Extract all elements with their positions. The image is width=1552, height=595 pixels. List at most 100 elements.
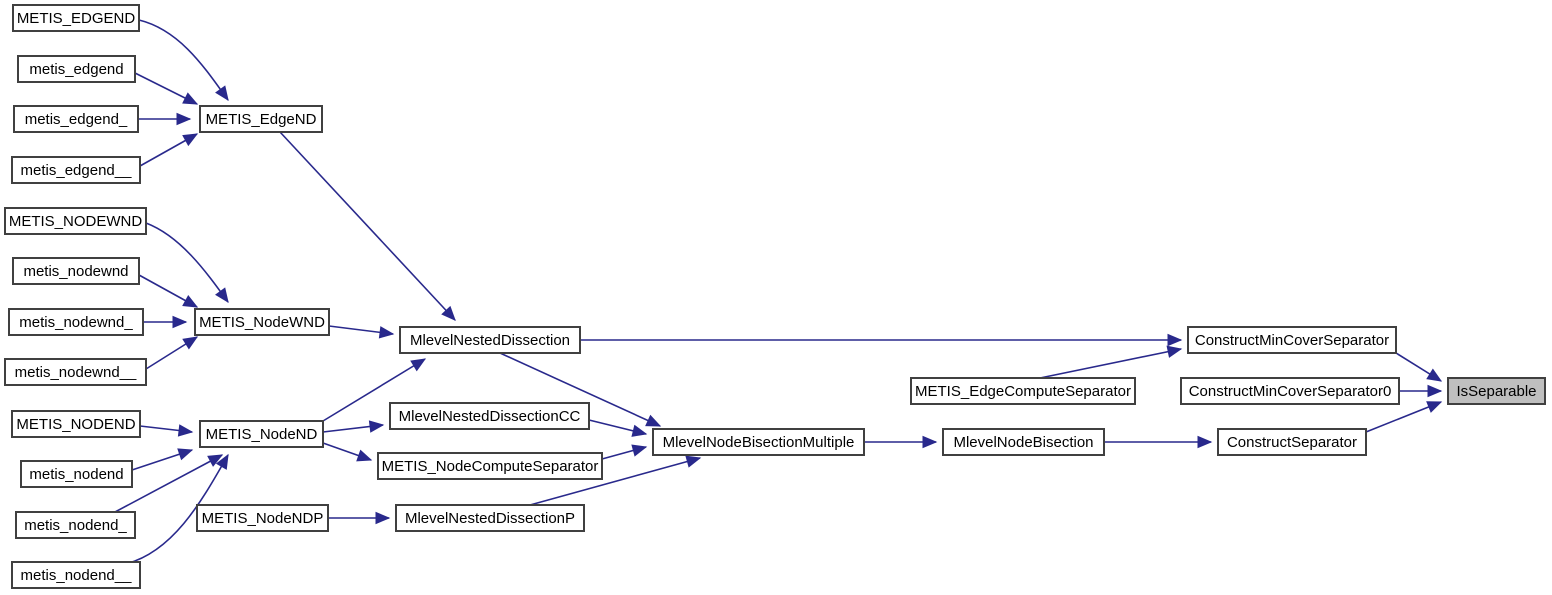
node-label: metis_nodewnd_ (19, 314, 133, 331)
node-box[interactable] (11, 156, 141, 184)
arrowhead (368, 420, 385, 433)
node-ConstructMinCoverSeparator0[interactable]: ConstructMinCoverSeparator0 (1180, 377, 1400, 405)
arrowhead (182, 295, 199, 308)
node-METIS_NODEWND[interactable]: METIS_NODEWND (4, 207, 147, 235)
node-MlevelNodeBisection[interactable]: MlevelNodeBisection (942, 428, 1105, 456)
node-label: MlevelNestedDissectionCC (399, 408, 581, 425)
node-box[interactable] (652, 428, 865, 456)
node-box[interactable] (395, 504, 585, 532)
node-box[interactable] (942, 428, 1105, 456)
node-metis_nodend[interactable]: metis_nodend (20, 460, 133, 488)
node-box[interactable] (15, 511, 136, 539)
arrowhead (1427, 384, 1443, 398)
node-label: METIS_NodeWND (199, 314, 325, 331)
node-METIS_EdgeComputeSeparator[interactable]: METIS_EdgeComputeSeparator (910, 377, 1136, 405)
node-box[interactable] (1180, 377, 1400, 405)
edge-MlevelNestedDissection-to-MlevelNodeBisectionMultiple (499, 352, 662, 427)
node-box[interactable] (4, 358, 147, 386)
arrowhead (378, 326, 395, 339)
edge-METIS_EDGEND-to-METIS_EdgeND (138, 19, 229, 102)
node-metis_edgend__[interactable]: metis_edgend__ (11, 156, 141, 184)
node-METIS_NODEND[interactable]: METIS_NODEND (11, 410, 141, 438)
node-ConstructMinCoverSeparator[interactable]: ConstructMinCoverSeparator (1187, 326, 1397, 354)
node-label: metis_nodend__ (21, 567, 133, 584)
edge-METIS_EdgeND-to-MlevelNestedDissection (279, 131, 456, 321)
node-box[interactable] (13, 105, 139, 133)
edge-metis_edgend-to-METIS_EdgeND (134, 72, 199, 105)
node-label: metis_nodend_ (24, 517, 127, 534)
node-MlevelNestedDissectionP[interactable]: MlevelNestedDissectionP (395, 504, 585, 532)
arrowhead (631, 444, 648, 457)
node-label: MlevelNestedDissectionP (405, 510, 575, 527)
node-metis_edgend_[interactable]: metis_edgend_ (13, 105, 139, 133)
node-box[interactable] (1187, 326, 1397, 354)
node-box[interactable] (12, 4, 140, 32)
node-ConstructSeparator[interactable]: ConstructSeparator (1217, 428, 1367, 456)
node-metis_nodewnd[interactable]: metis_nodewnd (12, 257, 140, 285)
node-box[interactable] (12, 257, 140, 285)
node-metis_nodend_[interactable]: metis_nodend_ (15, 511, 136, 539)
edge-metis_nodewnd-to-METIS_NodeWND (138, 274, 199, 308)
node-METIS_NodeND[interactable]: METIS_NodeND (199, 420, 324, 448)
arrowhead (215, 453, 229, 470)
node-box[interactable] (4, 207, 147, 235)
node-label: metis_edgend (29, 61, 123, 78)
edge-ConstructMinCoverSeparator0-to-IsSeparable (1399, 384, 1443, 398)
arrowhead (645, 414, 662, 427)
edge-MlevelNodeBisectionMultiple-to-MlevelNodeBisection (864, 435, 938, 449)
node-MlevelNestedDissection[interactable]: MlevelNestedDissection (399, 326, 581, 354)
node-METIS_NodeNDP[interactable]: METIS_NodeNDP (196, 504, 329, 532)
node-box[interactable] (199, 105, 323, 133)
node-metis_edgend[interactable]: metis_edgend (17, 55, 136, 83)
node-box[interactable] (196, 504, 329, 532)
edge-metis_nodend_-to-METIS_NodeND (114, 454, 224, 513)
node-MlevelNestedDissectionCC[interactable]: MlevelNestedDissectionCC (389, 402, 590, 430)
node-box[interactable] (389, 402, 590, 430)
node-box[interactable] (17, 55, 136, 83)
edge-METIS_NodeND-to-MlevelNestedDissectionCC (322, 420, 385, 433)
arrowhead (1197, 435, 1213, 449)
arrowhead (1426, 368, 1443, 382)
edge-METIS_NODEWND-to-METIS_NodeWND (145, 222, 229, 304)
node-box[interactable] (1217, 428, 1367, 456)
arrowhead (182, 336, 199, 350)
node-box[interactable] (910, 377, 1136, 405)
node-METIS_EdgeND[interactable]: METIS_EdgeND (199, 105, 323, 133)
node-IsSeparable[interactable]: IsSeparable (1447, 377, 1546, 405)
node-METIS_NodeWND[interactable]: METIS_NodeWND (194, 308, 330, 336)
node-box[interactable] (199, 420, 324, 448)
node-label: METIS_NodeND (206, 426, 318, 443)
node-box[interactable] (20, 460, 133, 488)
arrowhead (176, 112, 192, 126)
node-METIS_EDGEND[interactable]: METIS_EDGEND (12, 4, 140, 32)
edge-MlevelNestedDissectionCC-to-MlevelNodeBisectionMultiple (588, 419, 648, 437)
node-label: metis_nodend (29, 466, 123, 483)
node-metis_nodewnd__[interactable]: metis_nodewnd__ (4, 358, 147, 386)
node-label: METIS_EDGEND (17, 10, 136, 27)
node-box[interactable] (377, 452, 603, 480)
node-label: METIS_EdgeND (206, 111, 317, 128)
node-metis_nodend__[interactable]: metis_nodend__ (11, 561, 141, 589)
arrowhead (182, 92, 199, 105)
edge-METIS_EdgeComputeSeparator-to-ConstructMinCoverSeparator (1039, 345, 1183, 379)
node-box[interactable] (399, 326, 581, 354)
arrowhead (375, 511, 391, 525)
edge-metis_nodend-to-METIS_NodeND (131, 448, 194, 471)
arrowhead (215, 287, 229, 304)
node-METIS_NodeComputeSeparator[interactable]: METIS_NodeComputeSeparator (377, 452, 603, 480)
node-metis_nodewnd_[interactable]: metis_nodewnd_ (8, 308, 144, 336)
node-box[interactable] (11, 561, 141, 589)
edge-metis_edgend_-to-METIS_EdgeND (138, 112, 192, 126)
node-label: metis_edgend__ (21, 162, 133, 179)
node-box[interactable] (1447, 377, 1546, 405)
arrowhead (1167, 333, 1183, 347)
node-MlevelNodeBisectionMultiple[interactable]: MlevelNodeBisectionMultiple (652, 428, 865, 456)
arrowhead (207, 454, 224, 467)
edge-ConstructSeparator-to-IsSeparable (1365, 401, 1443, 433)
edge-ConstructMinCoverSeparator-to-IsSeparable (1395, 352, 1443, 382)
edge-metis_edgend__-to-METIS_EdgeND (139, 133, 199, 167)
node-box[interactable] (11, 410, 141, 438)
node-box[interactable] (194, 308, 330, 336)
node-box[interactable] (8, 308, 144, 336)
